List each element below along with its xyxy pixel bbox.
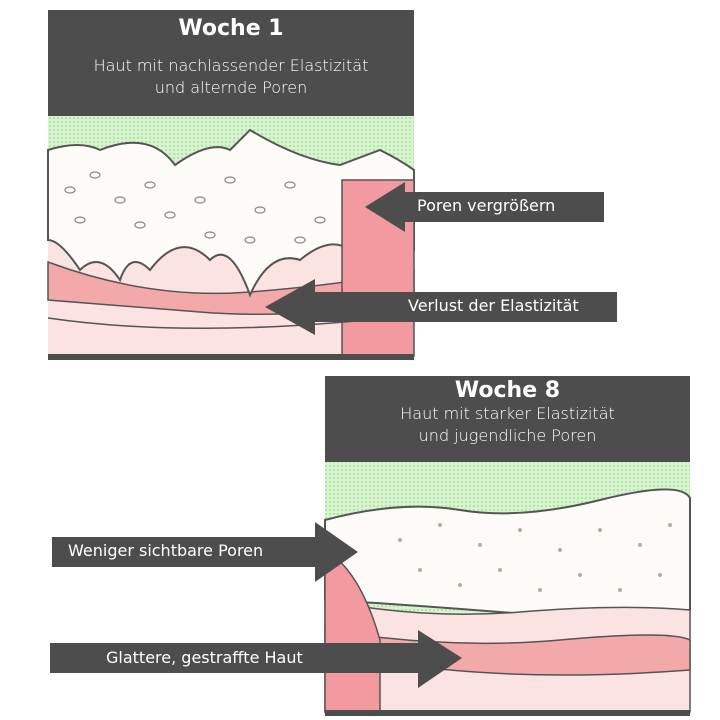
arrow-elasticity-loss bbox=[265, 279, 617, 335]
callout-fewer-pores: Weniger sichtbare Poren bbox=[68, 541, 264, 560]
week1-subtitle-line1: Haut mit nachlassender Elastizität bbox=[93, 56, 369, 75]
week1-title: Woche 1 bbox=[178, 16, 284, 41]
week8-skin-diagram bbox=[50, 462, 691, 716]
week8-subtitle-line2: und jugendliche Poren bbox=[418, 426, 597, 445]
arrow-fewer-pores bbox=[52, 522, 358, 582]
week8-subtitle-line1: Haut mit starker Elastizität bbox=[400, 404, 615, 423]
week8-header: Woche 8 Haut mit starker Elastizität und… bbox=[325, 376, 690, 462]
callout-pores-enlarge: Poren vergrößern bbox=[417, 196, 556, 215]
arrow-pores-enlarge bbox=[365, 182, 604, 232]
callout-smoother-skin: Glattere, gestraffte Haut bbox=[106, 648, 303, 667]
arrow-smoother-skin bbox=[50, 630, 462, 688]
week8-title: Woche 8 bbox=[454, 378, 561, 403]
week1-skin-diagram bbox=[47, 116, 617, 360]
week1-header: Woche 1 Haut mit nachlassender Elastizit… bbox=[48, 10, 414, 116]
callout-elasticity-loss: Verlust der Elastizität bbox=[408, 296, 579, 315]
week1-subtitle-line2: und alternde Poren bbox=[154, 78, 308, 97]
